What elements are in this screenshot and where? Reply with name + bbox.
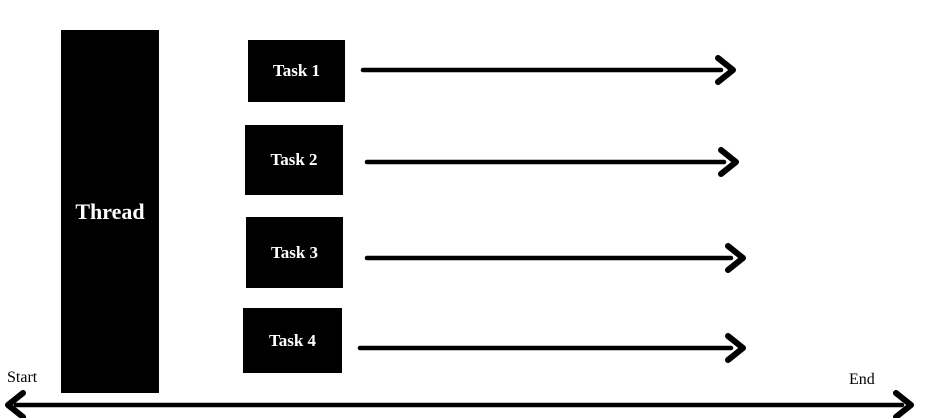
task-box-4: Task 4	[243, 308, 342, 373]
thread-label: Thread	[75, 198, 145, 224]
timeline-double-arrow-icon	[5, 390, 914, 418]
task-2-arrow-icon	[364, 147, 739, 177]
task-4-arrow-icon	[357, 333, 746, 363]
task-4-label: Task 4	[268, 330, 317, 350]
task-3-arrow-icon	[364, 243, 746, 273]
task-3-label: Task 3	[270, 242, 319, 262]
task-box-1: Task 1	[248, 40, 345, 102]
timeline-end-label: End	[849, 371, 875, 388]
thread-box: Thread	[61, 30, 159, 393]
task-box-3: Task 3	[246, 217, 343, 288]
task-box-2: Task 2	[245, 125, 343, 195]
task-1-label: Task 1	[272, 61, 321, 80]
task-1-arrow-icon	[360, 55, 736, 85]
task-2-label: Task 2	[270, 150, 318, 169]
timeline-start-label: Start	[7, 369, 38, 386]
